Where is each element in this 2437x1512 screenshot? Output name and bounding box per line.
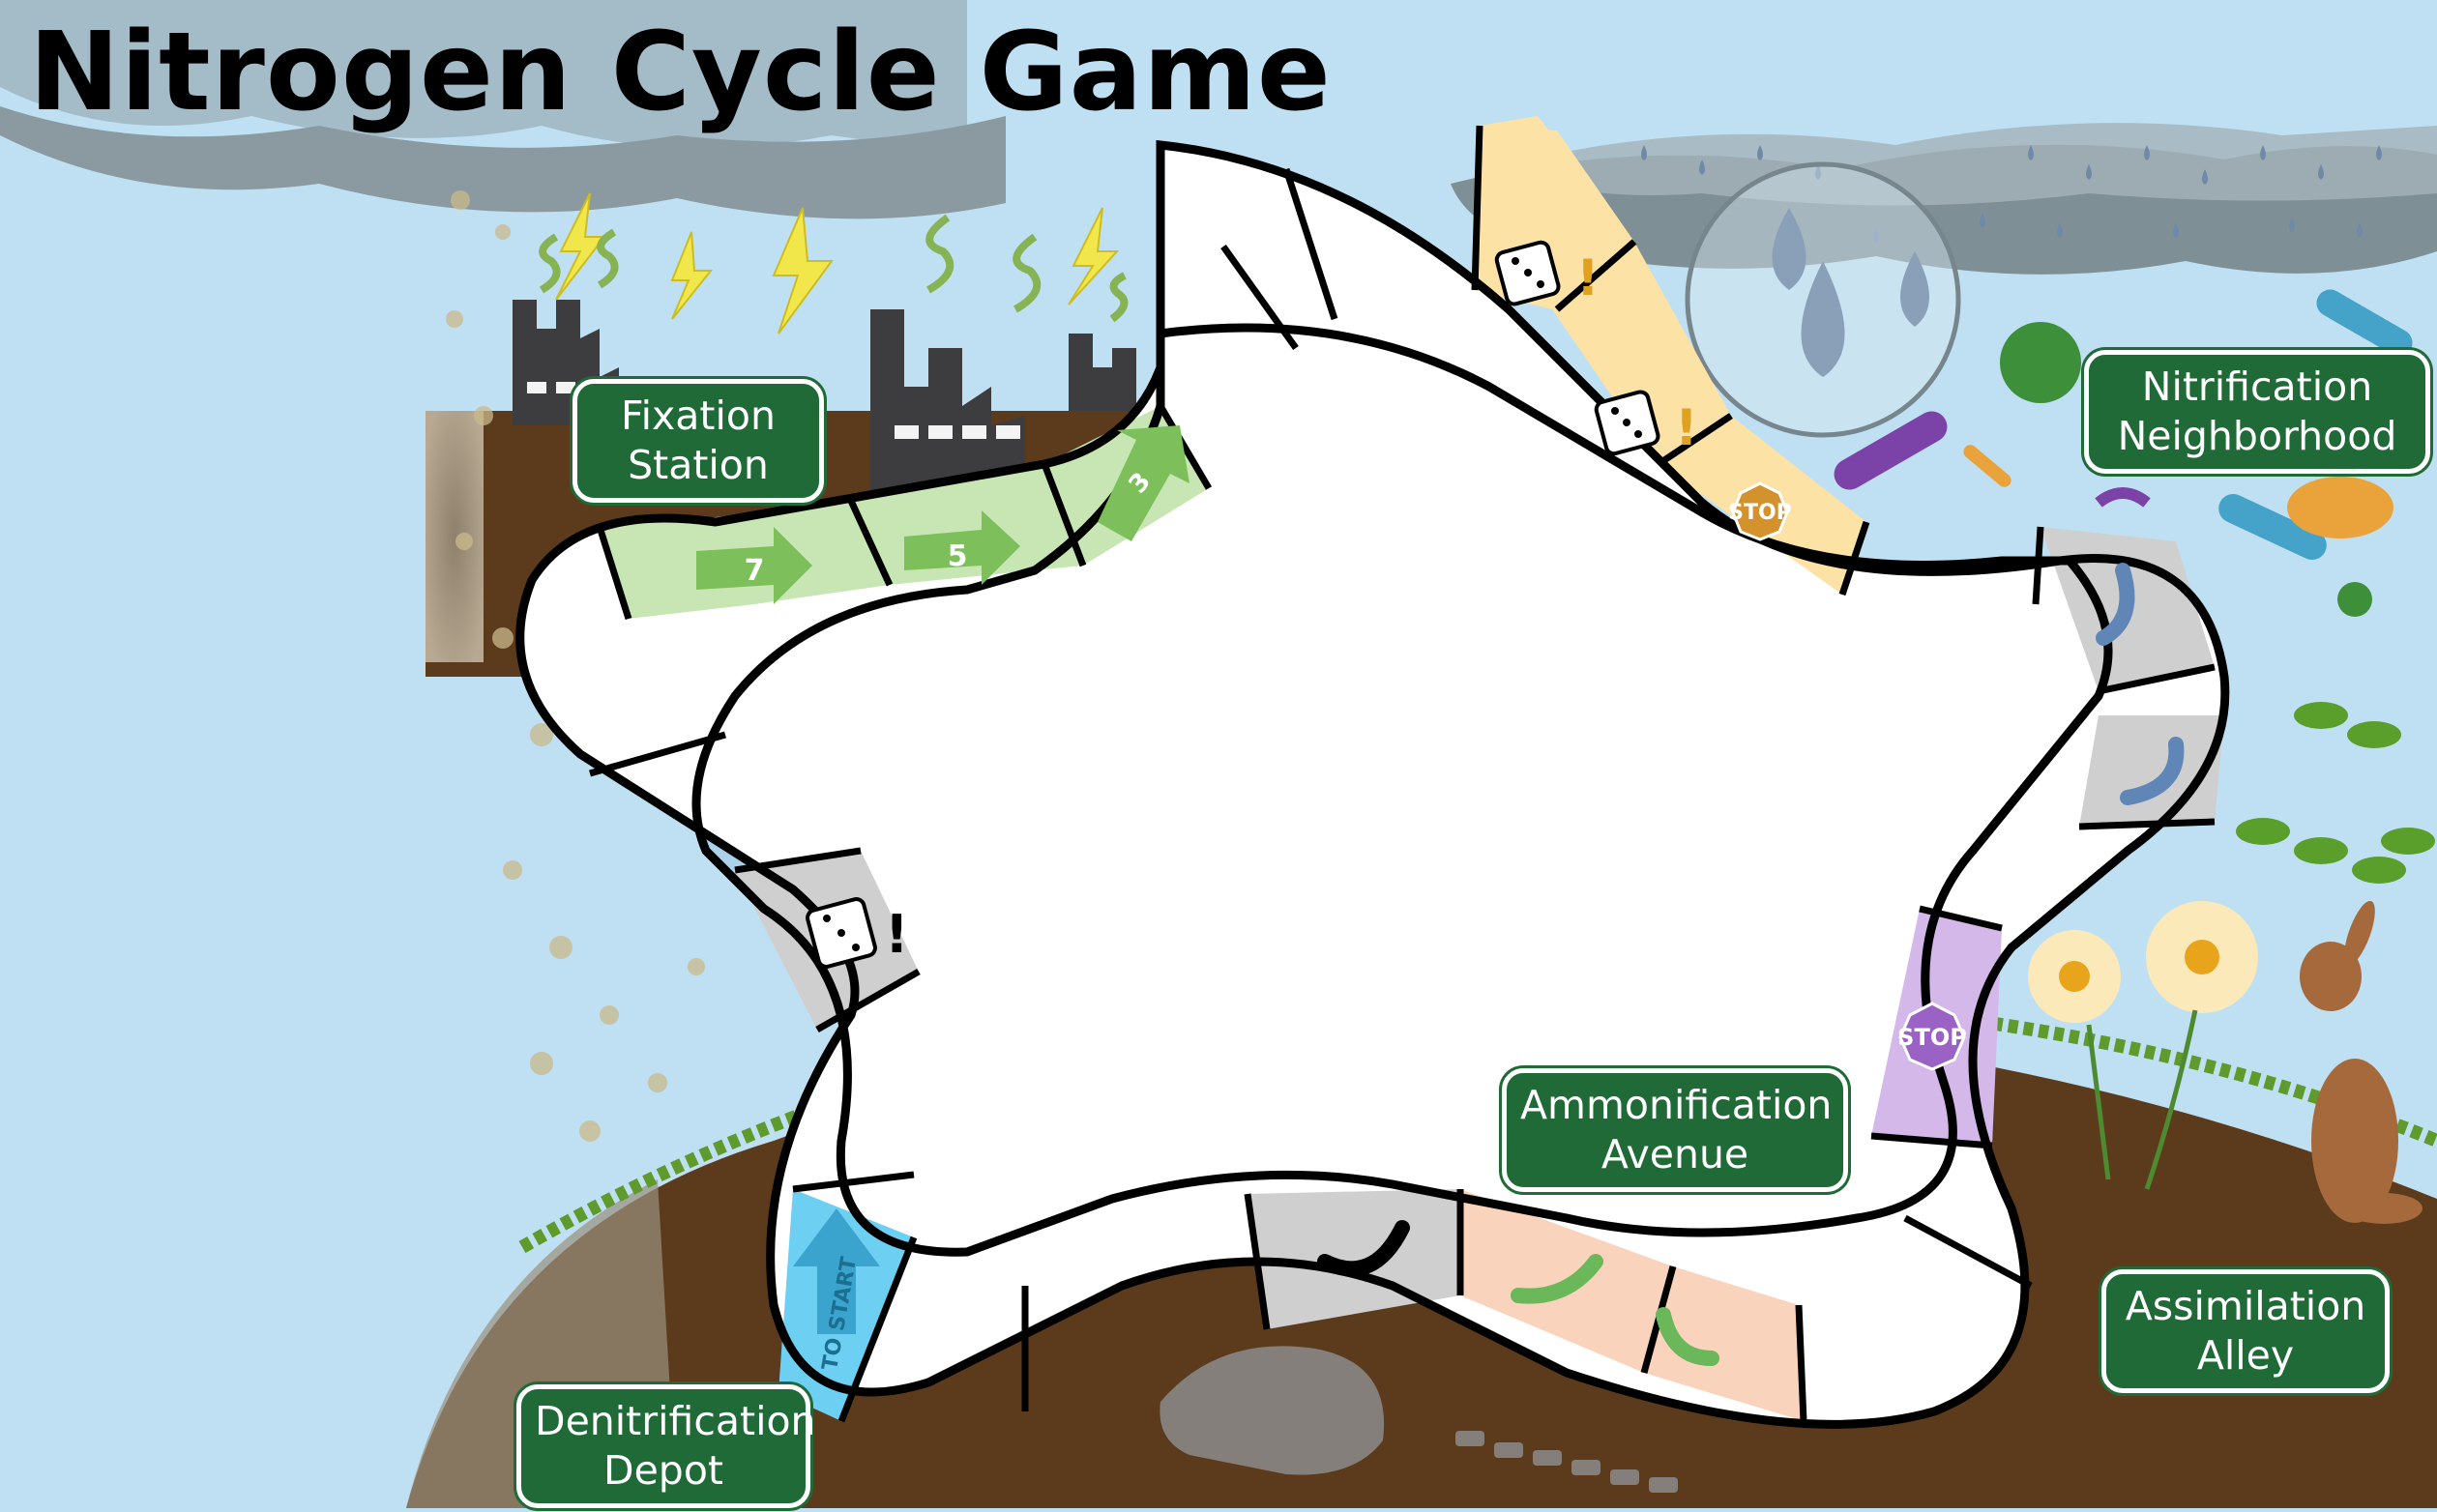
sign-line: Depot [603, 1446, 723, 1494]
page-title: Nitrogen Cycle Game [29, 10, 1332, 135]
storm-cloud-left [0, 106, 1006, 219]
cloud-band-left [0, 0, 967, 155]
raindrop-icon [1801, 261, 1845, 377]
bacteria-icons [1834, 289, 2413, 617]
cliff-haze [426, 411, 484, 662]
move-5-label: 5 [948, 539, 968, 573]
stop-top-label: STOP [1728, 501, 1792, 525]
raindrop-icon [1900, 251, 1929, 327]
skull-fossil-icon [1160, 1346, 1678, 1493]
sign-line: Fixation [621, 393, 776, 439]
daisy-icon [2028, 901, 2258, 1190]
sign-line: Assimilation [2125, 1283, 2366, 1329]
smoke-swirls [539, 214, 1129, 323]
stop-sign-icon [1898, 1002, 1966, 1071]
sign-ammonification-avenue: Ammonification Avenue [1502, 1068, 1848, 1192]
move-arrow-icon [696, 425, 1189, 604]
sign-line: Nitrification [2141, 363, 2373, 410]
to-start-arrow-icon [793, 1208, 880, 1334]
leaf-icon [2236, 702, 2435, 884]
sign-line: Neighborhood [2117, 412, 2397, 459]
stop-right-label: STOP [1897, 1024, 1967, 1051]
particle-dots [446, 190, 705, 1142]
space-ammonification[interactable] [1644, 1266, 1804, 1421]
sign-line: Denitrification [535, 1398, 816, 1444]
dice-icon [1594, 390, 1660, 456]
stop-sign-icon [1731, 481, 1789, 541]
space-dividers [589, 125, 2216, 1423]
dice-icon [1494, 240, 1561, 306]
sign-assimilation-alley: Assimilation Alley [2101, 1269, 2390, 1393]
factory-windows [527, 382, 1020, 439]
rain-drops [1602, 145, 2382, 243]
space-dice[interactable] [1552, 242, 1731, 464]
sign-nitrification-neighborhood: Nitrification Neighborhood [2084, 350, 2430, 474]
raindrop-icon [1772, 208, 1806, 290]
dice-bang-mid: ! [1675, 399, 1698, 457]
board-track-inner-border [691, 323, 2113, 1257]
sign-fixation-station: Fixation Station [573, 379, 824, 503]
rabbit-icon [2300, 900, 2422, 1224]
dice-bang-left: ! [885, 904, 909, 965]
move-7-label: 7 [745, 554, 765, 588]
dice-icon [806, 897, 877, 969]
sign-line: Station [628, 441, 769, 488]
cloud-band-right [1509, 123, 2437, 206]
dice-bang-top: ! [1576, 249, 1600, 307]
sign-line: Alley [2196, 1331, 2295, 1379]
sign-line: Avenue [1600, 1130, 1749, 1178]
sign-line: Ammonification [1520, 1082, 1833, 1128]
curve-arrow-icon [1317, 563, 2185, 1366]
sign-denitrification-depot: Denitrification Depot [516, 1384, 816, 1508]
